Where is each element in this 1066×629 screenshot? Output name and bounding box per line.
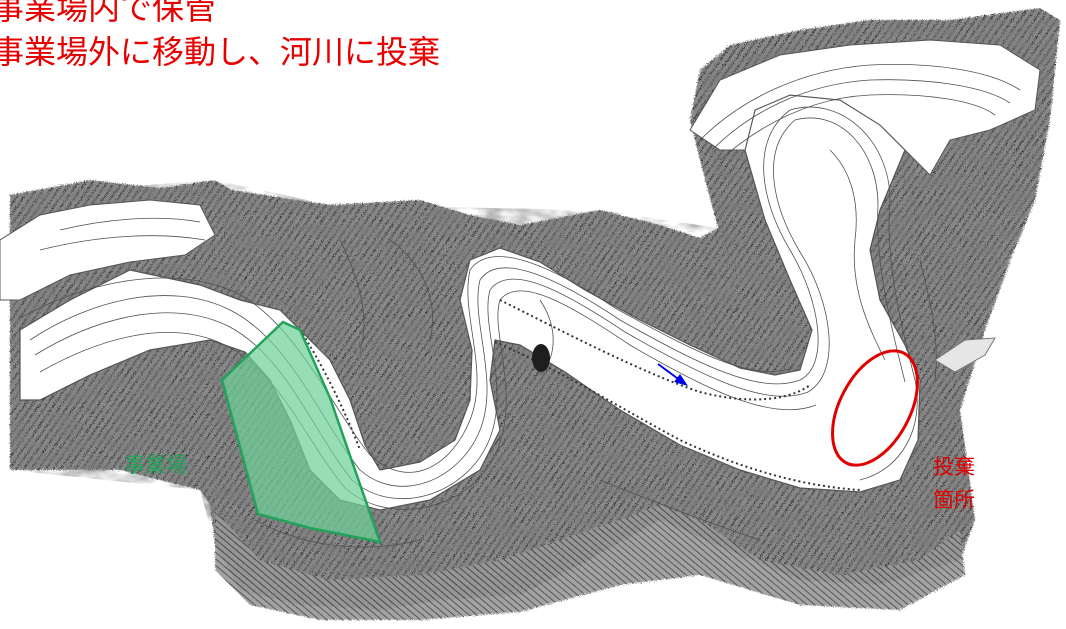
dump-location-label-line-1: 投棄	[933, 455, 975, 479]
contour-lines	[19, 64, 1021, 548]
business-site-area	[220, 320, 382, 544]
dump-location-label-line-2: 箇所	[933, 488, 975, 512]
channel-edge	[299, 299, 861, 491]
headline: 事業場内で保管 事業場外に移動し、河川に投棄	[0, 0, 440, 74]
upper-plateau	[689, 39, 1041, 176]
business-site-label: 事業場	[124, 453, 187, 477]
upper-left-plateau	[0, 199, 216, 301]
dump-location-circle	[831, 349, 919, 467]
boulder-mark	[532, 344, 550, 372]
headline-line-2: 事業場外に移動し、河川に投棄	[0, 33, 441, 71]
right-spur	[934, 337, 996, 373]
headline-line-1: 事業場内で保管	[0, 0, 217, 27]
terrain-lower-ridge	[215, 505, 965, 620]
dump-location-label: 投棄 箇所	[933, 451, 975, 517]
blue-arrow	[657, 363, 688, 386]
